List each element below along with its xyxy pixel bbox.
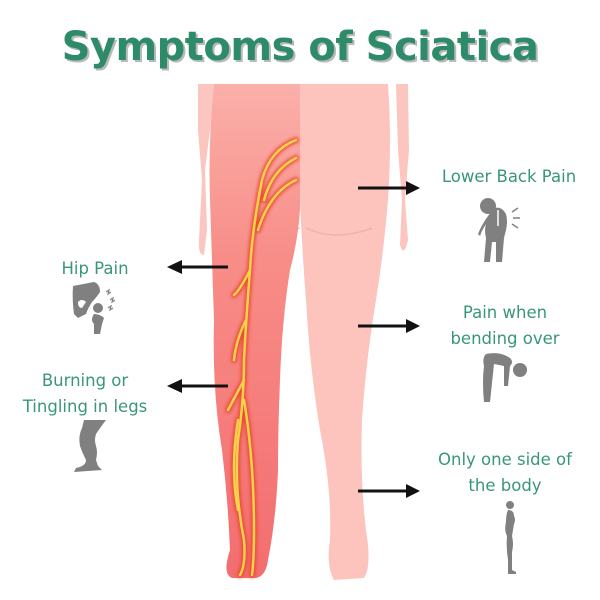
label-one-side-line1: Only one side of: [438, 450, 572, 469]
arrow-bending-over: [358, 319, 420, 333]
leg-icon: [74, 420, 106, 472]
label-burning-line2: Tingling in legs: [22, 397, 148, 416]
arrow-hip-pain: [167, 260, 228, 274]
label-hip-pain-text: Hip Pain: [61, 259, 129, 278]
label-hip-pain: Hip Pain: [30, 256, 160, 282]
label-burning-line1: Burning or: [41, 371, 129, 390]
label-one-side: Only one side of the body: [420, 447, 590, 499]
label-one-side-line2: the body: [468, 476, 542, 495]
label-burning-tingling: Burning or Tingling in legs: [0, 368, 170, 420]
label-bending-line2: bending over: [450, 329, 560, 348]
label-bending-over: Pain when bending over: [430, 300, 580, 352]
sciatic-nerve: [225, 137, 299, 578]
arrow-lower-back: [358, 181, 420, 195]
hip-joint-pain-icon: [72, 282, 116, 334]
arm-outlines: [198, 84, 409, 255]
arrow-one-side: [358, 484, 420, 498]
right-leg: [300, 84, 390, 580]
page-title: Symptoms of Sciatica: [61, 24, 539, 70]
label-lower-back-pain: Lower Back Pain: [418, 164, 600, 190]
bending-person-icon: [483, 353, 527, 402]
back-pain-person-icon: [478, 198, 520, 262]
arrow-burning-tingling: [167, 379, 228, 393]
label-lower-back-text: Lower Back Pain: [441, 167, 577, 186]
standing-side-profile-icon: [505, 501, 516, 574]
label-bending-line1: Pain when: [462, 303, 548, 322]
